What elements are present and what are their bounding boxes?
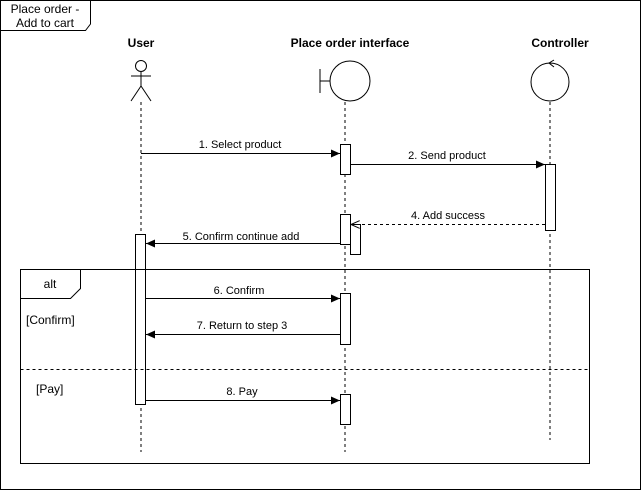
alt-guard-pay: [Pay] xyxy=(36,382,63,396)
activation-interface-5 xyxy=(340,394,351,425)
activation-interface-3 xyxy=(350,224,361,255)
lifeline-controller-label: Controller xyxy=(531,36,589,50)
message-label-8: 8. Pay xyxy=(226,386,258,398)
alt-guard-confirm: [Confirm] xyxy=(26,313,75,327)
lifeline-user-label: User xyxy=(128,36,155,50)
message-label-7: 7. Return to step 3 xyxy=(197,320,288,332)
alt-operator-tab xyxy=(20,269,81,299)
actor-icon xyxy=(130,60,152,102)
control-icon xyxy=(530,59,570,102)
activation-interface-1 xyxy=(340,144,351,175)
frame-title-line-1: Place order - xyxy=(11,2,80,16)
frame-title-tab xyxy=(0,0,91,31)
activation-interface-2 xyxy=(340,214,351,245)
activation-user xyxy=(135,234,146,405)
lifeline-interface-label: Place order interface xyxy=(291,36,410,50)
message-label-2: 2. Send product xyxy=(408,150,486,162)
message-label-1: 1. Select product xyxy=(199,139,282,151)
activation-controller xyxy=(545,164,556,231)
message-label-5: 5. Confirm continue add xyxy=(183,231,300,243)
alt-operator-label: alt xyxy=(44,277,57,291)
frame-title-line-2: Add to cart xyxy=(16,16,75,30)
activation-interface-4 xyxy=(340,293,351,345)
boundary-icon xyxy=(319,60,371,102)
message-label-6: 6. Confirm xyxy=(214,285,265,297)
alt-fragment xyxy=(20,269,590,464)
message-label-4: 4. Add success xyxy=(411,210,485,222)
